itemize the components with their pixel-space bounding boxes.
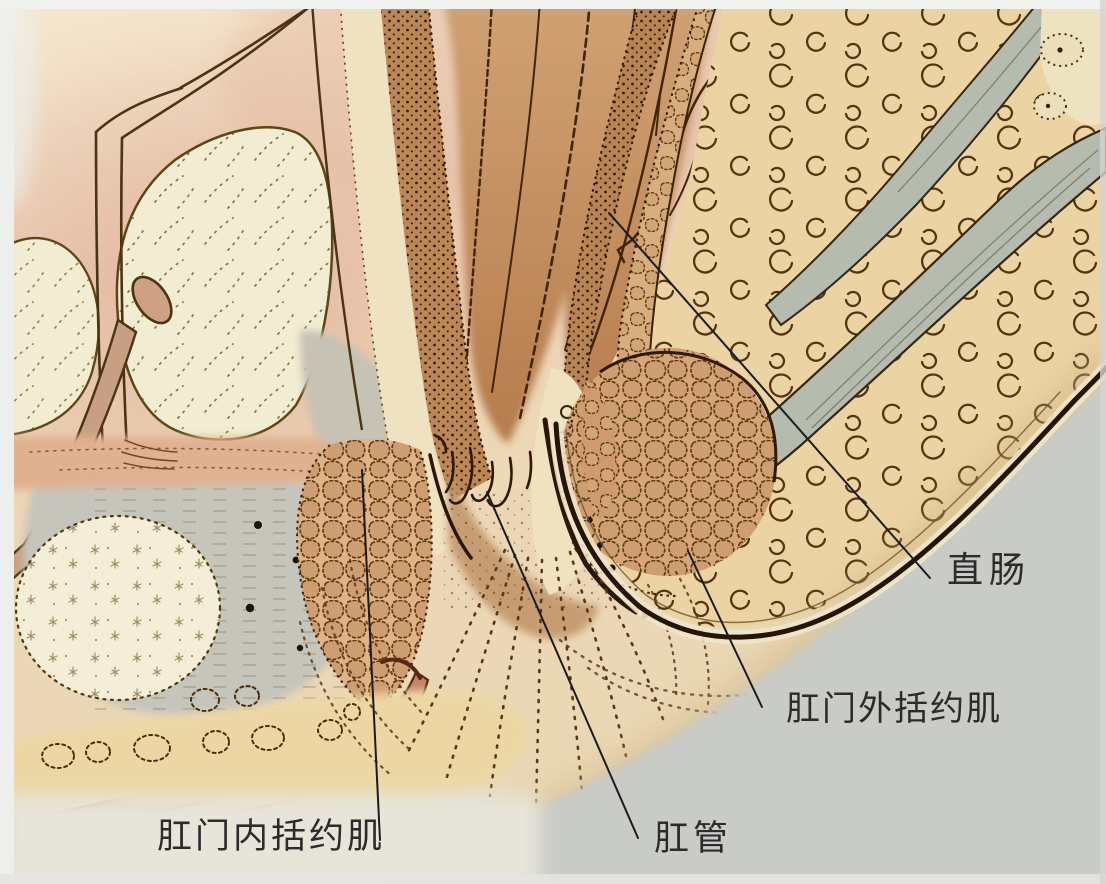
leader-line-internal-sphincter <box>361 469 381 841</box>
leader-line-rectum <box>608 212 931 579</box>
label-anal-canal: 肛管 <box>654 819 733 859</box>
label-external-anal-sphincter: 肛门外括约肌 <box>786 689 1002 729</box>
urethra-duct <box>94 6 310 472</box>
leader-line-external-sphincter <box>687 550 763 708</box>
outer-wall-outline <box>549 359 1106 645</box>
external-sphincter-mass <box>560 348 778 619</box>
levator-muscle-band <box>639 0 1106 559</box>
duct-bulb <box>0 275 173 592</box>
paper-gray-area <box>378 381 1106 884</box>
leader-line-anal-canal <box>486 491 639 839</box>
perineal-muscle-band <box>0 436 342 490</box>
corner-gland-blobs <box>1033 0 1106 125</box>
fat-lobules <box>41 685 361 769</box>
leader-lines <box>361 212 931 841</box>
bulb-structure <box>14 514 222 702</box>
paper-bottom-strip <box>0 794 540 884</box>
prostate-gland <box>0 126 334 441</box>
anal-canal-wall <box>310 0 468 556</box>
internal-sphincter-mass <box>296 438 433 712</box>
label-rectum: 直肠 <box>947 550 1032 591</box>
perianal-fat-band <box>0 685 530 808</box>
internal-sphincter-band <box>380 0 493 500</box>
label-internal-anal-sphincter: 肛门内括约肌 <box>157 817 386 857</box>
